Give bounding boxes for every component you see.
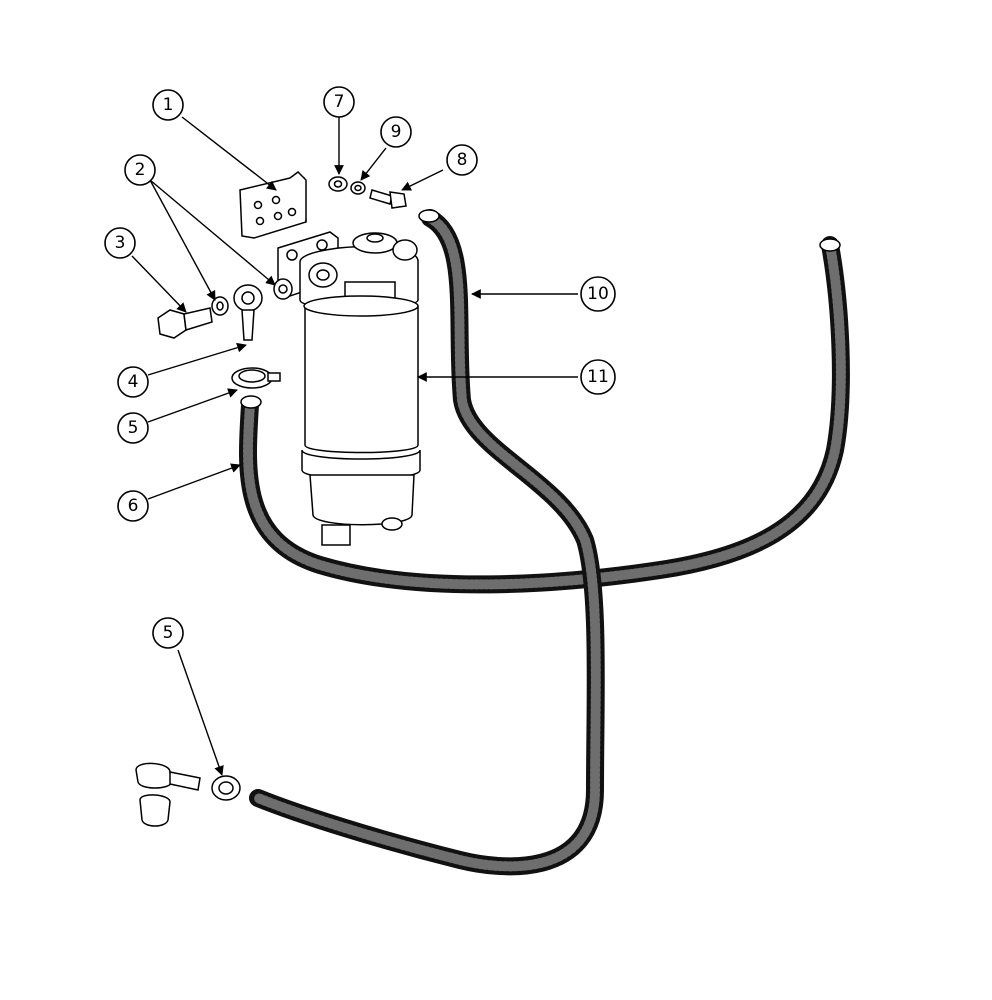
callout-3-label: 3: [115, 233, 126, 253]
callout-8-label: 8: [457, 150, 468, 170]
lower-fitting-and-clamp: [135, 762, 241, 827]
callout-11-label: 11: [587, 367, 609, 387]
callout-2: 2: [124, 154, 156, 186]
callout-7-label: 7: [334, 92, 345, 112]
callout-1-label: 1: [163, 95, 174, 115]
hose-clamp-5-upper: [231, 367, 281, 389]
callout-4-label: 4: [128, 372, 139, 392]
callout-5: 5: [117, 412, 149, 444]
callout-5-lower: 5: [152, 617, 184, 649]
callout-2-label: 2: [135, 160, 146, 180]
hose-10: [249, 209, 605, 876]
callout-6: 6: [117, 490, 149, 522]
callout-9: 9: [380, 116, 412, 148]
callout-1: 1: [152, 89, 184, 121]
leader-lines: [131, 116, 578, 776]
callout-7: 7: [323, 86, 355, 118]
hose-6: [239, 236, 850, 594]
callout-8: 8: [446, 144, 478, 176]
callout-11: 11: [580, 359, 616, 395]
fasteners-7-8-9: [328, 176, 407, 209]
callout-5-lower-label: 5: [163, 623, 174, 643]
callout-10-label: 10: [587, 284, 609, 304]
callout-3: 3: [104, 227, 136, 259]
callout-4: 4: [117, 366, 149, 398]
callout-10: 10: [580, 276, 616, 312]
callout-5-label: 5: [128, 418, 139, 438]
bracket-1: [239, 171, 307, 239]
banjo-bolt-assembly: [157, 278, 293, 341]
callout-9-label: 9: [391, 122, 402, 142]
fuel-filter-11: [277, 231, 421, 546]
callout-6-label: 6: [128, 496, 139, 516]
